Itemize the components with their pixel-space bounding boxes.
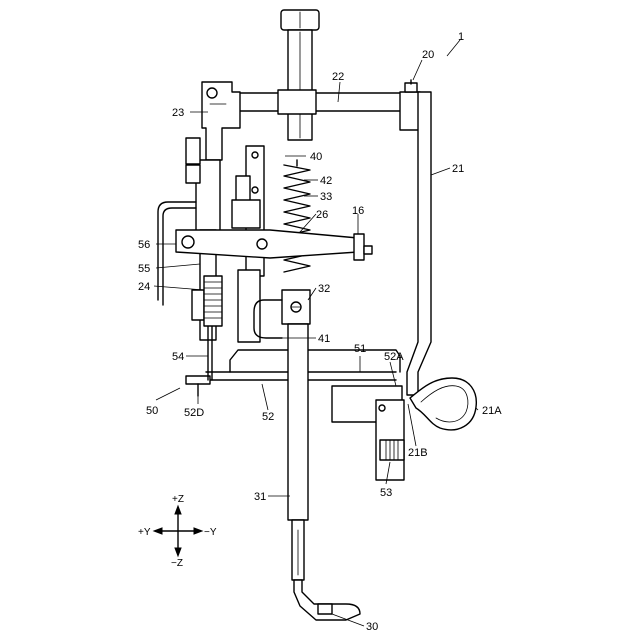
ref-24: 24	[138, 281, 150, 293]
ref-16: 16	[352, 205, 364, 217]
axis-minus-z: −Z	[171, 558, 183, 569]
ref-21: 21	[452, 163, 464, 175]
ref-32: 32	[318, 283, 330, 295]
ref-51: 51	[354, 343, 366, 355]
needle-bar-31	[288, 324, 308, 580]
ref-53: 53	[380, 487, 392, 499]
ref-52A: 52A	[384, 351, 404, 363]
ref-20: 20	[422, 49, 434, 61]
gear-24	[204, 276, 222, 326]
bracket-52A	[332, 386, 404, 480]
ref-23: 23	[172, 107, 184, 119]
bracket-23	[202, 82, 240, 160]
right-block	[400, 80, 420, 130]
ref-33: 33	[320, 191, 332, 203]
ref-52D: 52D	[184, 407, 204, 419]
ref-31: 31	[254, 491, 266, 503]
pin-16	[354, 234, 372, 260]
axis-indicator: +Z −Z +Y −Y	[138, 494, 217, 569]
block-32	[282, 290, 310, 324]
reference-numerals: 1 20 22 23 40 21 42 33 26 16 56 55 24 32…	[138, 31, 502, 633]
ref-22: 22	[332, 71, 344, 83]
ref-50: 50	[146, 405, 158, 417]
ref-21A: 21A	[482, 405, 502, 417]
ref-21B: 21B	[408, 447, 428, 459]
ref-54: 54	[172, 351, 184, 363]
presser-foot-30	[294, 580, 360, 620]
ref-40: 40	[310, 151, 322, 163]
support-bar-22	[232, 90, 407, 114]
axis-minus-y: −Y	[204, 527, 217, 538]
ref-52: 52	[262, 411, 274, 423]
ref-26: 26	[316, 209, 328, 221]
finger-loop-21A	[410, 378, 476, 430]
ref-41: 41	[318, 333, 330, 345]
lever-arm-21	[407, 92, 431, 395]
axis-plus-y: +Y	[138, 527, 151, 538]
ref-55: 55	[138, 263, 150, 275]
ref-56: 56	[138, 239, 150, 251]
adjuster-53	[380, 440, 404, 460]
axis-plus-z: +Z	[172, 494, 184, 505]
lever-26	[176, 230, 358, 258]
top-shaft	[281, 10, 319, 140]
ref-30: 30	[366, 621, 378, 633]
ref-42: 42	[320, 175, 332, 187]
ref-1: 1	[458, 31, 464, 43]
